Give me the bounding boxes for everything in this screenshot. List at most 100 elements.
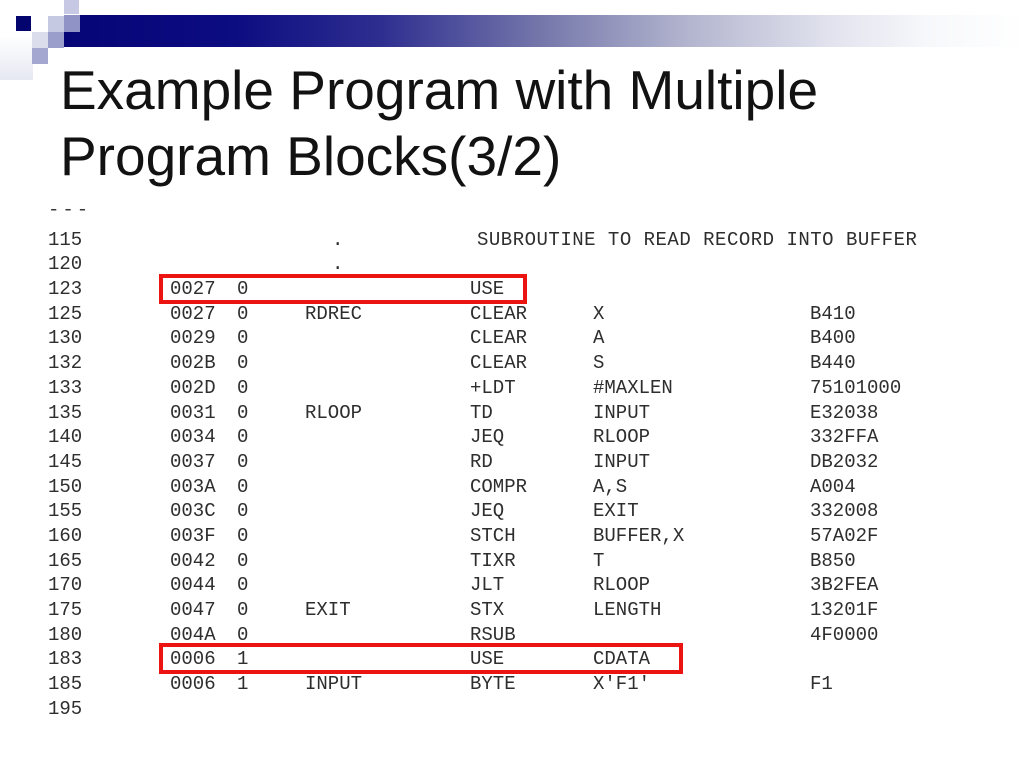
listing-row-115: 115 . SUBROUTINE TO READ RECORD INTO BUF… [48, 228, 1000, 253]
opcode: STX [470, 599, 505, 621]
operand: EXIT [593, 500, 639, 523]
opcode: USE [470, 648, 505, 671]
block-number: 0 [237, 574, 249, 597]
opcode: JEQ [470, 426, 505, 449]
line-number: 170 [48, 574, 83, 597]
block-number: 0 [237, 302, 249, 325]
block-number: 0 [237, 524, 249, 547]
operand: T [593, 549, 605, 572]
object-code: A004 [810, 475, 856, 498]
operand: INPUT [593, 401, 651, 424]
label [305, 524, 470, 549]
header-gradient-bar [64, 15, 1024, 47]
operand: INPUT [593, 450, 651, 473]
address: 0047 [170, 599, 216, 621]
listing-row-185: 185 0006 1 INPUT BYTE X'F1' F1 [48, 672, 1000, 697]
opcode: RSUB [470, 623, 516, 646]
page-title-line1: Example Program with Multiple [60, 59, 819, 121]
operand [593, 623, 810, 648]
label: RDREC [305, 302, 363, 325]
address: 0034 [170, 426, 216, 449]
listing-row-145: 145 0037 0 RD INPUT DB2032 [48, 450, 1000, 475]
listing-row-180: 180 004A 0 RSUB 4F0000 [48, 623, 1000, 648]
line-number: 115 [48, 228, 83, 251]
object-code: B400 [810, 327, 856, 350]
block-number: 0 [237, 352, 249, 375]
opcode: CLEAR [470, 352, 528, 375]
listing-row-165: 165 0042 0 TIXR T B850 [48, 549, 1000, 574]
label [305, 573, 470, 598]
line-number: 150 [48, 475, 83, 498]
object-code: B850 [810, 549, 856, 572]
label [305, 450, 470, 475]
line-number: 133 [48, 376, 83, 399]
listing-row-140: 140 0034 0 JEQ RLOOP 332FFA [48, 425, 1000, 450]
operand: BUFFER,X [593, 524, 685, 547]
object-code: 332FFA [810, 426, 879, 449]
listing-row-130: 130 0029 0 CLEAR A B400 [48, 326, 1000, 351]
opcode: RD [470, 450, 493, 473]
address: 003C [170, 500, 216, 523]
object-code: E32038 [810, 401, 879, 424]
operand: S [593, 352, 605, 375]
line-number: 175 [48, 599, 83, 621]
spacer [170, 252, 237, 277]
address: 004A [170, 623, 216, 646]
opcode: CLEAR [470, 327, 528, 350]
spacer [170, 228, 237, 253]
block-number: 1 [237, 673, 249, 696]
listing-row-125: 125 0027 0 RDREC CLEAR X B410 [48, 302, 1000, 327]
listing-row-120: 120 . [48, 252, 1000, 277]
listing-row-155: 155 003C 0 JEQ EXIT 332008 [48, 499, 1000, 524]
listing-row-cut-top: --- [48, 203, 1000, 228]
line-number: 180 [48, 623, 83, 646]
line-number: 130 [48, 327, 83, 350]
address: 0006 [170, 673, 216, 696]
address: 0031 [170, 401, 216, 424]
line-number: 165 [48, 549, 83, 572]
block-number: 0 [237, 475, 249, 498]
opcode: COMPR [470, 475, 528, 498]
opcode: JEQ [470, 500, 505, 523]
line-number: 120 [48, 253, 83, 276]
object-code: 13201F [810, 599, 879, 621]
line-number: 125 [48, 302, 83, 325]
opcode: TD [470, 401, 493, 424]
operand: RLOOP [593, 426, 651, 449]
object-code: 75101000 [810, 376, 902, 399]
listing-row-183: 183 0006 1 USE CDATA [48, 647, 1000, 672]
operand: A,S [593, 475, 628, 498]
operand: X'F1' [593, 673, 651, 696]
address: 0042 [170, 549, 216, 572]
address: 0027 [170, 278, 216, 301]
block-number: 0 [237, 327, 249, 350]
object-code: 57A02F [810, 524, 879, 547]
listing-row-175: 175 0047 0 EXIT STX LENGTH 13201F [48, 598, 1000, 623]
operand: A [593, 327, 605, 350]
deco-left-fade [0, 36, 33, 80]
deco-square-icon [48, 32, 64, 48]
object-code: F1 [810, 673, 833, 696]
block-number: 0 [237, 500, 249, 523]
line-number: 195 [48, 697, 83, 715]
label: INPUT [305, 673, 363, 696]
line-number: 132 [48, 352, 83, 375]
deco-square-icon [32, 32, 48, 48]
deco-square-icon [64, 0, 79, 14]
operand: CDATA [593, 648, 651, 671]
address: 0029 [170, 327, 216, 350]
line-number: 123 [48, 278, 83, 301]
block-number: 0 [237, 426, 249, 449]
page-title: Example Program with Multiple Program Bl… [60, 57, 818, 189]
address: 002D [170, 376, 216, 399]
label [305, 623, 470, 648]
assembler-listing: --- 115 . SUBROUTINE TO READ RECORD INTO… [48, 203, 1000, 715]
label [305, 376, 470, 401]
object-code: 4F0000 [810, 623, 879, 646]
spacer [237, 228, 305, 253]
address: 0027 [170, 302, 216, 325]
operand [593, 277, 810, 302]
line-number: 135 [48, 401, 83, 424]
opcode: BYTE [470, 673, 516, 696]
